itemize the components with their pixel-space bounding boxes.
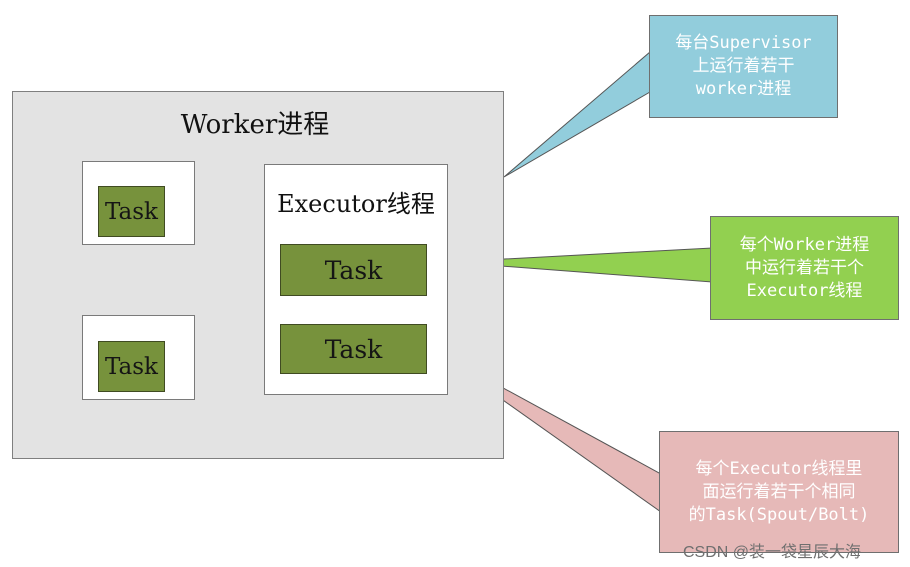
worker-callout: 每个Worker进程 中运行着若干个 Executor线程 bbox=[710, 216, 899, 320]
task-left-top: Task bbox=[98, 186, 165, 237]
worker-process-title: Worker进程 bbox=[180, 110, 330, 140]
task-left-bottom: Task bbox=[98, 341, 165, 392]
executor-callout: 每个Executor线程里 面运行着若干个相同 的Task(Spout/Bolt… bbox=[659, 431, 899, 553]
task-executor-top: Task bbox=[280, 244, 427, 296]
supervisor-callout: 每台Supervisor 上运行着若干 worker进程 bbox=[649, 15, 838, 118]
task-executor-bottom: Task bbox=[280, 324, 427, 374]
watermark: CSDN @装一袋星辰大海 bbox=[683, 544, 862, 561]
supervisor-callout-pointer bbox=[503, 50, 651, 178]
executor-thread-title: Executor线程 bbox=[277, 190, 435, 218]
